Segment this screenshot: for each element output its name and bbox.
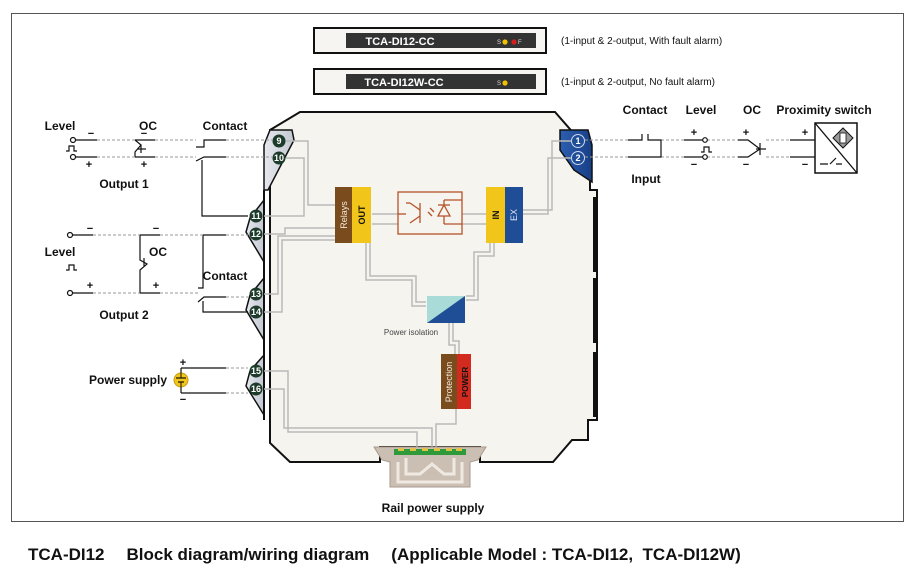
terminal-11[interactable]: 11: [249, 209, 263, 223]
terminal-label: 11: [251, 211, 261, 221]
power-supply-label: Power supply: [89, 373, 167, 387]
ex-block: [505, 187, 523, 243]
optocoupler: [397, 191, 463, 235]
terminal-12[interactable]: 12: [249, 227, 263, 241]
minus-sign: −: [691, 159, 697, 171]
terminal-10[interactable]: 10: [272, 151, 286, 165]
caption-applicable: (Applicable Model : TCA-DI12, TCA-DI12W): [391, 545, 741, 564]
power-isolation-block: [427, 296, 465, 323]
terminal-label: 1: [575, 136, 580, 146]
output1-title: Output 1: [99, 177, 149, 191]
plus-sign: +: [180, 357, 186, 369]
in-label: IN: [491, 211, 501, 220]
terminal-label: 16: [251, 384, 261, 394]
internal-traces: [264, 140, 571, 447]
minus-sign: −: [180, 394, 186, 406]
protection-block: [441, 354, 457, 409]
minus-sign: −: [87, 223, 93, 235]
model-name-1: TCA-DI12-CC: [365, 36, 434, 48]
in-block: [486, 187, 505, 243]
plus-sign: +: [691, 127, 697, 139]
out-block: [352, 187, 371, 243]
power-block: [457, 354, 471, 409]
side-rib: [593, 278, 597, 343]
caption-model: TCA-DI12: [28, 545, 105, 564]
status-led: [502, 39, 508, 45]
caption-title: Block diagram/wiring diagram: [126, 545, 370, 564]
input-oc-label: OC: [743, 103, 761, 117]
plus-sign: +: [743, 127, 749, 139]
output1-wiring: [66, 136, 248, 217]
output2-dashes: [93, 234, 248, 298]
output1-dashes: [97, 139, 272, 158]
terminal-label: 13: [251, 289, 261, 299]
plus-sign: +: [153, 280, 159, 292]
input-level-label: Level: [686, 103, 717, 117]
terminal-label: 12: [251, 229, 261, 239]
output1-contact-label: Contact: [203, 119, 248, 133]
diagram-frame: [11, 13, 904, 522]
terminal-label: 14: [251, 307, 261, 317]
output2-title: Output 2: [99, 308, 149, 322]
output2-level-label: Level: [45, 245, 76, 259]
fault-led: [511, 39, 517, 45]
output2-oc-label: OC: [149, 245, 167, 259]
minus-sign: −: [802, 159, 808, 171]
dc-source-icon: [173, 372, 189, 388]
terminal-15[interactable]: 15: [249, 364, 263, 378]
terminal-16[interactable]: 16: [249, 382, 263, 396]
model-panel-1: TCA-DI12-CC S F: [313, 27, 547, 54]
status-led-2: [502, 80, 508, 86]
terminal-label: 15: [251, 366, 261, 376]
model-desc-2: (1-input & 2-output, No fault alarm): [561, 77, 715, 88]
led-label-f: F: [518, 40, 522, 46]
power-label: POWER: [461, 367, 470, 397]
terminal-14[interactable]: 14: [249, 305, 263, 319]
out-label: OUT: [357, 205, 367, 225]
rail-connector: [373, 446, 487, 488]
minus-sign: −: [743, 159, 749, 171]
side-rib: [593, 352, 597, 417]
minus-sign: −: [153, 223, 159, 235]
led-label-s: S: [497, 40, 501, 46]
model-panel-2: TCA-DI12W-CC S: [313, 68, 547, 95]
rail-label: Rail power supply: [382, 501, 485, 515]
output1-level-label: Level: [45, 119, 76, 133]
minus-sign: −: [88, 128, 94, 140]
terminal-label: 9: [276, 136, 281, 146]
input-proximity-label: Proximity switch: [776, 103, 871, 117]
protection-label: Protection: [444, 362, 454, 403]
plus-sign: +: [87, 280, 93, 292]
side-rib: [593, 197, 597, 272]
power-isolation-label: Power isolation: [384, 328, 438, 337]
terminal-label: 10: [274, 153, 284, 163]
input-title: Input: [631, 172, 660, 186]
terminal-13[interactable]: 13: [249, 287, 263, 301]
terminal-2[interactable]: 2: [571, 151, 585, 165]
output2-contact-label: Contact: [203, 269, 248, 283]
input-contact-label: Contact: [623, 103, 668, 117]
terminal-label: 2: [575, 153, 580, 163]
input-wiring: [628, 134, 815, 160]
power-dashes: [226, 367, 248, 394]
led-label-s2: S: [497, 81, 501, 87]
ex-label: EX: [509, 209, 519, 221]
plus-sign: +: [86, 159, 92, 171]
model-desc-1: (1-input & 2-output, With fault alarm): [561, 36, 722, 47]
plus-sign: +: [141, 159, 147, 171]
terminal-9[interactable]: 9: [272, 134, 286, 148]
relays-block: [335, 187, 352, 243]
relays-label: Relays: [339, 201, 349, 229]
figure-caption: TCA-DI12 Block diagram/wiring diagram (App…: [28, 545, 763, 565]
output1-oc-label: OC: [139, 119, 157, 133]
terminal-1[interactable]: 1: [571, 134, 585, 148]
input-dashes: [585, 139, 790, 158]
plus-sign: +: [802, 127, 808, 139]
proximity-switch-icon: [814, 122, 858, 174]
minus-sign: −: [141, 128, 147, 140]
model-name-2: TCA-DI12W-CC: [364, 77, 443, 89]
